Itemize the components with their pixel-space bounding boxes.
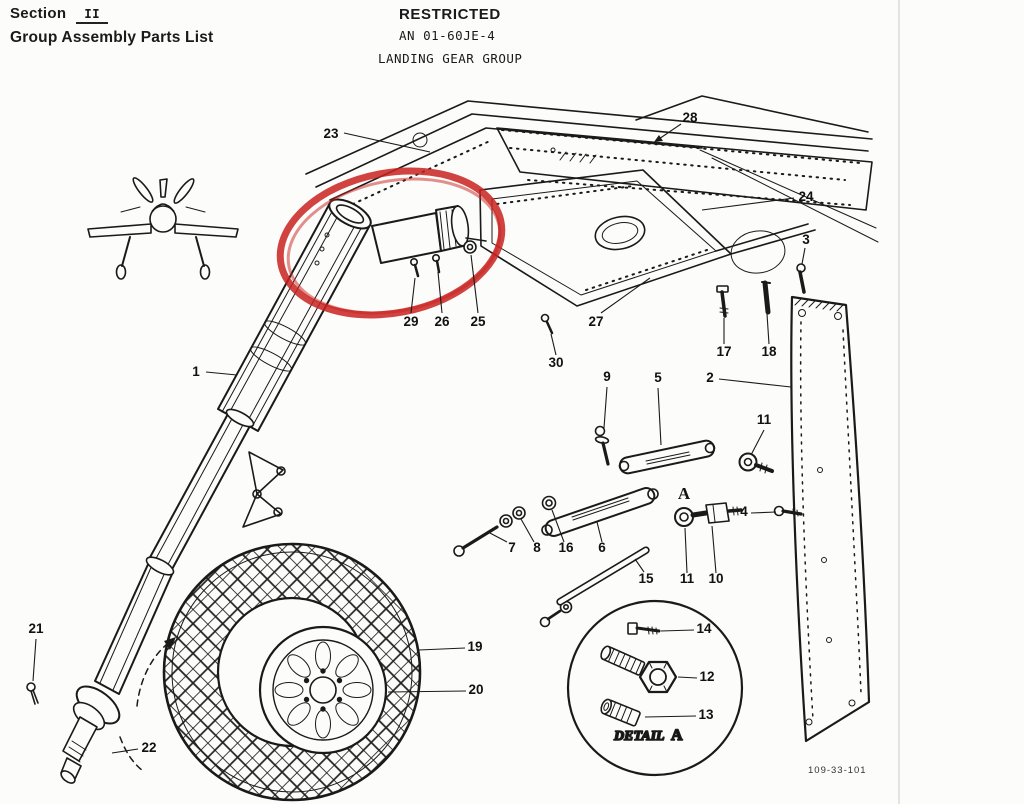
callout-leader-6 <box>596 521 603 543</box>
callout-leader-29 <box>410 277 416 314</box>
callout-15: 15 <box>638 571 654 586</box>
section-number: II <box>76 6 108 24</box>
callout-18: 18 <box>761 344 777 359</box>
callout-leader-23 <box>343 132 431 153</box>
callout-16: 16 <box>558 540 574 555</box>
callout-leader-8 <box>520 518 535 543</box>
callout-12: 12 <box>699 669 714 684</box>
callout-6: 6 <box>598 540 606 555</box>
callout-leader-18 <box>766 313 770 345</box>
callout-22: 22 <box>141 740 156 755</box>
callout-14: 14 <box>696 621 712 636</box>
callout-leader-25 <box>470 254 479 314</box>
callout-leader-19 <box>418 647 466 651</box>
callout-A: A <box>678 484 691 503</box>
callout-leader-11 <box>684 527 688 574</box>
callout-24: 24 <box>798 189 814 204</box>
callout-21: 21 <box>28 621 44 636</box>
callout-2: 2 <box>706 370 714 385</box>
callout-leader-7 <box>487 531 508 543</box>
callout-29: 29 <box>403 314 418 329</box>
callout-11: 11 <box>680 571 695 586</box>
callout-11: 11 <box>757 412 772 427</box>
callout-23: 23 <box>323 126 339 141</box>
callout-leader-4 <box>750 511 777 514</box>
wheel-illustration <box>162 542 422 802</box>
red-ellipse-inner <box>286 177 502 315</box>
callout-leader-11 <box>750 429 765 456</box>
callout-leader-14 <box>660 629 695 632</box>
callout-25: 25 <box>470 314 486 329</box>
wheel-hub <box>258 625 388 755</box>
callout-9: 9 <box>603 369 611 384</box>
section-label: Section <box>10 5 67 22</box>
callout-leader-15 <box>634 558 645 573</box>
callout-13: 13 <box>698 707 714 722</box>
detail-a-illustration: DETAIL A <box>566 599 744 777</box>
doc-number: AN 01-60JE-4 <box>399 28 496 43</box>
callout-1: 1 <box>192 364 200 379</box>
parts-list-title: Group Assembly Parts List <box>10 29 214 46</box>
callout-3: 3 <box>802 232 810 247</box>
airplane-illustration <box>87 177 239 280</box>
callout-leader-28 <box>655 123 682 142</box>
callout-leader-10 <box>711 525 717 574</box>
callout-26: 26 <box>434 314 450 329</box>
gear-door-illustration <box>790 295 871 743</box>
callout-leader-16 <box>551 509 565 543</box>
callout-17: 17 <box>716 344 731 359</box>
callout-leader-9 <box>603 386 608 429</box>
detail-label: DETAIL <box>613 729 665 744</box>
callout-28: 28 <box>682 110 698 125</box>
callout-leader-3 <box>801 247 806 265</box>
callout-10: 10 <box>708 571 723 586</box>
callout-leader-20 <box>387 690 467 693</box>
callout-leader-27 <box>600 277 651 314</box>
callout-leader-30 <box>550 333 557 356</box>
callout-5: 5 <box>654 370 662 385</box>
detail-letter: A <box>671 727 683 744</box>
callout-30: 30 <box>548 355 563 370</box>
callout-leader-21 <box>32 638 37 682</box>
callout-leader-2 <box>718 378 792 388</box>
callout-leader-24 <box>701 197 795 211</box>
section-header: Section II Group Assembly Parts List <box>10 5 213 47</box>
figure-reference: 109-33-101 <box>808 765 867 776</box>
section-line: Section II <box>10 5 213 24</box>
callout-leader-5 <box>657 387 662 446</box>
linkage-parts-illustration <box>453 425 774 628</box>
red-circle-annotation <box>276 167 506 319</box>
callout-27: 27 <box>588 314 603 329</box>
group-title: LANDING GEAR GROUP <box>378 51 523 66</box>
callout-20: 20 <box>468 682 483 697</box>
restricted-stamp: RESTRICTED <box>399 6 501 23</box>
callout-leader-22 <box>111 748 139 754</box>
door-fasteners-illustration <box>716 263 806 517</box>
wing-structure-illustration <box>305 95 879 335</box>
callout-leader-26 <box>437 271 443 314</box>
callout-leader-1 <box>205 371 238 376</box>
landing-gear-strut-illustration <box>26 198 487 784</box>
callout-leader-12 <box>677 676 698 679</box>
callout-8: 8 <box>533 540 541 555</box>
callout-7: 7 <box>508 540 516 555</box>
callout-28-arrowhead <box>654 135 663 142</box>
callout-19: 19 <box>467 639 482 654</box>
callout-leader-13 <box>644 715 697 718</box>
callout-4: 4 <box>740 504 748 519</box>
